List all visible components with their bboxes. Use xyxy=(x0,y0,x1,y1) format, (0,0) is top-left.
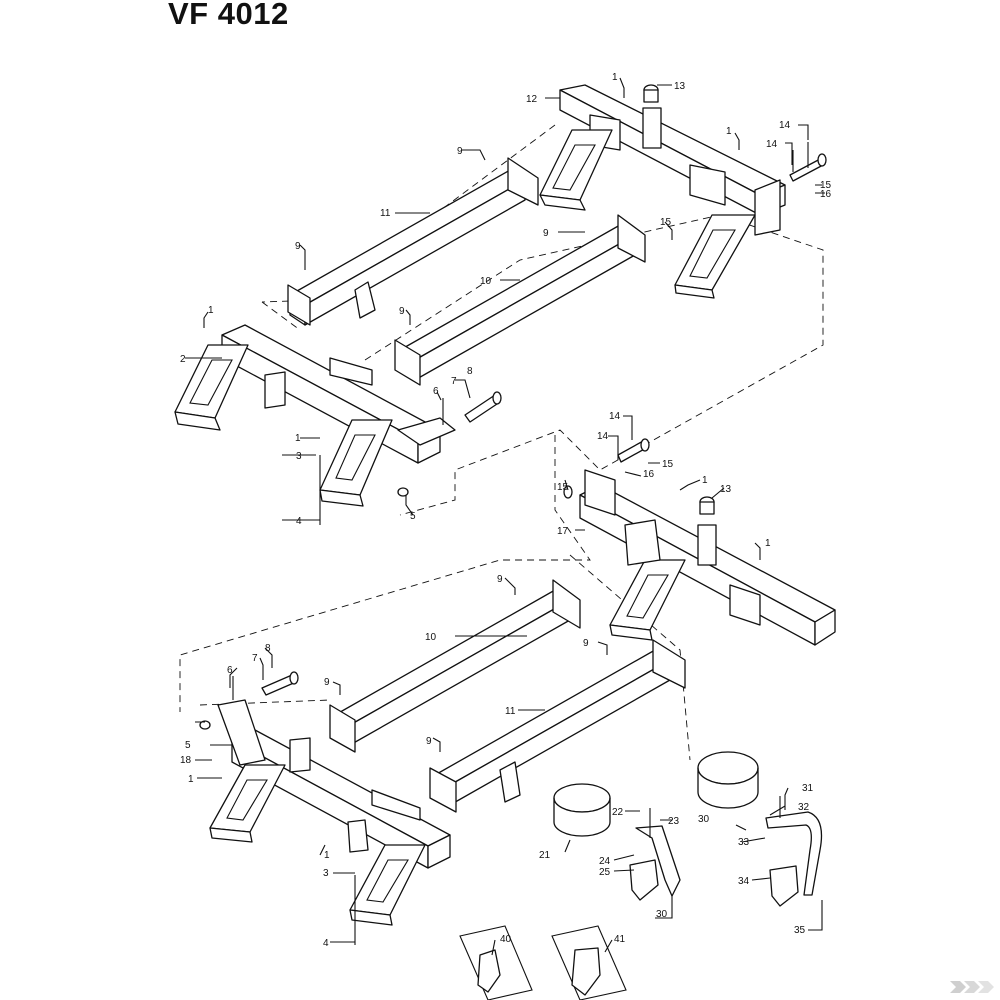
callout-7-a: 7 xyxy=(451,376,457,387)
callout-40: 40 xyxy=(500,934,512,945)
front-crossbeam-part-2 xyxy=(174,324,502,525)
callout-1-a: 1 xyxy=(612,72,618,83)
callout-16-a: 16 xyxy=(820,189,832,200)
callout-2: 2 xyxy=(180,354,186,365)
callout-30: 30 xyxy=(698,814,710,825)
tine-set-right xyxy=(697,751,823,907)
front-crossbeam-part-18 xyxy=(199,671,451,945)
callout-15-d: 15 xyxy=(557,482,569,493)
callout-16-b: 16 xyxy=(643,469,655,480)
callout-5-a: 5 xyxy=(410,511,416,522)
callout-8-a: 8 xyxy=(467,366,473,377)
callout-1-g: 1 xyxy=(188,774,194,785)
callout-35: 35 xyxy=(794,925,806,936)
callout-9-h: 9 xyxy=(426,736,432,747)
beam-part-11-lower xyxy=(429,639,686,813)
rear-crossbeam-part-17 xyxy=(563,438,836,646)
callout-24: 25 xyxy=(599,867,611,878)
callout-1-e: 1 xyxy=(702,475,708,486)
tine-point-40-box xyxy=(459,925,533,1000)
callout-5-b: 5 xyxy=(185,740,191,751)
callout-7-b: 7 xyxy=(252,653,258,664)
lower-assembly xyxy=(179,435,836,945)
callout-34: 34 xyxy=(738,876,750,887)
tine-set-left xyxy=(553,783,681,901)
callout-14-c: 14 xyxy=(609,411,621,422)
callout-14-d: 14 xyxy=(597,431,609,442)
tine-point-41-box xyxy=(551,925,627,1000)
callout-1-b: 1 xyxy=(726,126,732,137)
callout-12: 12 xyxy=(526,94,538,105)
beam-part-10-upper xyxy=(394,214,646,386)
callout-13-a: 13 xyxy=(674,81,686,92)
callout-22: 23 xyxy=(668,816,680,827)
callout-13-b: 13 xyxy=(720,484,732,495)
callout-9-f: 9 xyxy=(583,638,589,649)
callout-32: 32 xyxy=(798,802,810,813)
callout-9-a: 9 xyxy=(457,146,463,157)
callout-10-b: 10 xyxy=(425,632,437,643)
callout-31: 31 xyxy=(802,783,814,794)
callout-1-h: 1 xyxy=(324,850,330,861)
callout-33: 33 xyxy=(738,837,750,848)
callout-9-d: 9 xyxy=(399,306,405,317)
callout-9-g: 9 xyxy=(324,677,330,688)
callout-23: 24 xyxy=(599,856,611,867)
kramp-logo-icon xyxy=(950,981,994,993)
callout-18: 18 xyxy=(180,755,192,766)
beam-part-11-upper xyxy=(287,157,539,326)
upper-assembly xyxy=(174,84,827,525)
rear-crossbeam-part-12 xyxy=(539,84,827,299)
callout-1-f: 1 xyxy=(765,538,771,549)
callout-9-c: 9 xyxy=(295,241,301,252)
callout-41: 41 xyxy=(614,934,626,945)
callout-8-b: 8 xyxy=(265,643,271,654)
callout-labels: 1 13 12 1 14 14 9 15 16 11 15 9 9 10 1 9… xyxy=(180,72,832,956)
callout-1-d: 1 xyxy=(295,433,301,444)
callout-15-a: 15 xyxy=(820,180,832,191)
callout-6-a: 6 xyxy=(433,386,439,397)
callout-9-b: 9 xyxy=(543,228,549,239)
callout-3-b: 3 xyxy=(323,868,329,879)
callout-20: 21 xyxy=(539,850,551,861)
callout-11-b: 11 xyxy=(505,706,516,717)
callout-15-c: 15 xyxy=(662,459,674,470)
page-title: VF 4012 xyxy=(168,0,289,31)
callout-10-a: 10 xyxy=(480,276,492,287)
callout-6-b: 6 xyxy=(227,665,233,676)
callout-25: 30 xyxy=(656,909,668,920)
callout-17: 17 xyxy=(557,526,569,537)
callout-11-a: 11 xyxy=(380,208,391,219)
callout-9-e: 9 xyxy=(497,574,503,585)
callout-15-b: 15 xyxy=(660,217,672,228)
callout-1-c: 1 xyxy=(208,305,214,316)
callout-21: 22 xyxy=(612,807,624,818)
callout-3-a: 3 xyxy=(296,451,302,462)
callout-14-b: 14 xyxy=(766,139,778,150)
callout-4-a: 4 xyxy=(296,516,302,527)
callout-4-b: 4 xyxy=(323,938,329,949)
callout-14-a: 14 xyxy=(779,120,791,131)
